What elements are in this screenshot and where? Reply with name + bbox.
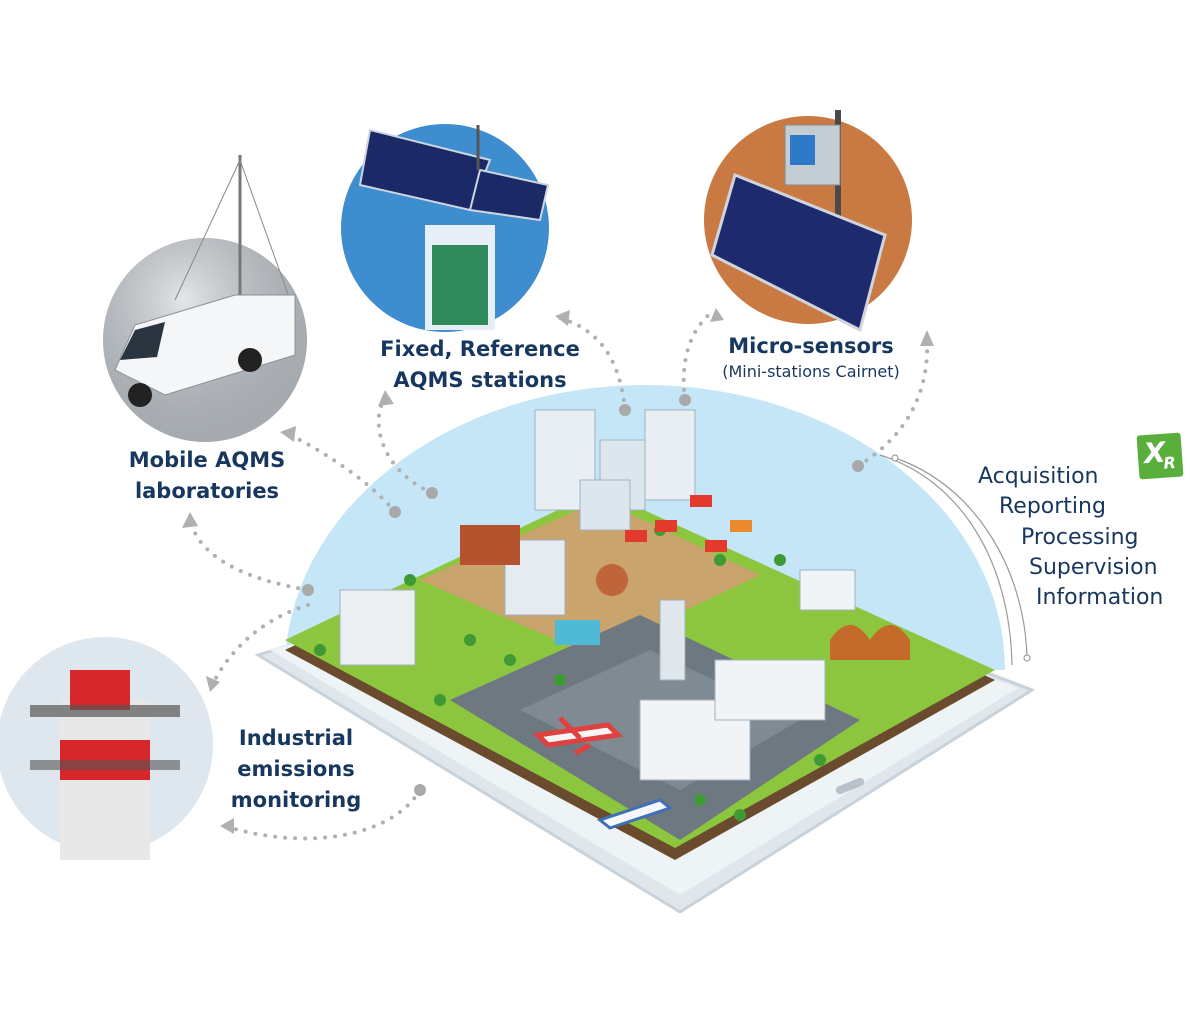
function-processing: Processing [1021, 525, 1139, 550]
buildings [339, 409, 910, 830]
fixed-station-image [341, 124, 550, 332]
label-line: Mobile AQMS [128, 448, 286, 472]
industrial-stack-image [0, 637, 213, 860]
micro-sensor-image [704, 110, 912, 333]
label-line: Fixed, Reference [380, 337, 580, 361]
label-line: emissions [237, 757, 355, 781]
trees [314, 524, 826, 821]
micro-sensors-label: Micro-sensors (Mini-stations Cairnet) [690, 331, 932, 382]
function-acquisition: Acquisition [978, 464, 1099, 489]
label-line: Industrial [238, 726, 354, 750]
data-flow-lines [879, 454, 1031, 666]
houses [625, 495, 752, 552]
node-dots [302, 394, 864, 796]
function-supervision: Supervision [1029, 555, 1158, 580]
label-line: laboratories [134, 479, 280, 503]
function-reporting: Reporting [999, 494, 1106, 519]
mobile-aqms-label: Mobile AQMS laboratories [107, 445, 307, 507]
industrial-emissions-label: Industrial emissions monitoring [206, 723, 386, 816]
label-line: AQMS stations [393, 368, 567, 392]
fixed-aqms-label: Fixed, Reference AQMS stations [360, 334, 600, 396]
arrow-heads [182, 308, 934, 834]
function-information: Information [1036, 585, 1164, 610]
mobile-lab-image [103, 155, 307, 442]
label-line: monitoring [230, 788, 362, 812]
label-title: Micro-sensors [728, 334, 894, 358]
label-subtitle: (Mini-stations Cairnet) [722, 362, 900, 381]
